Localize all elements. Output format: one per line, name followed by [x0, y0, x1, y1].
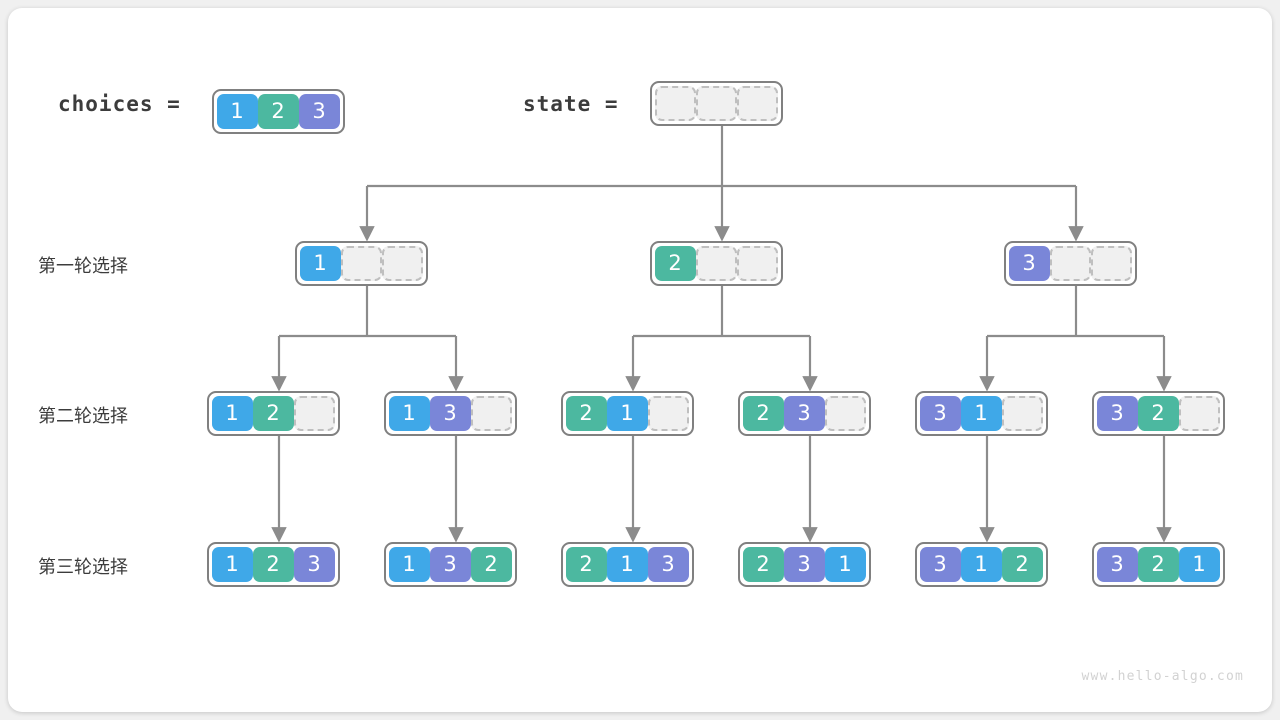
array-cell-value: 1 [606, 546, 648, 582]
node-n2: 2 [649, 240, 783, 286]
array-cell-empty [1001, 395, 1043, 431]
array-cell-value: 1 [216, 93, 258, 129]
array-cell-value: 1 [388, 395, 430, 431]
array-cell-value: 3 [1008, 245, 1050, 281]
array-cell-value: 2 [654, 245, 696, 281]
state-array [649, 80, 783, 126]
array-cell-empty [1049, 245, 1091, 281]
watermark: www.hello-algo.com [1081, 669, 1244, 684]
node-n3: 3 [1003, 240, 1137, 286]
array-cell-empty [470, 395, 512, 431]
array-cell-value: 3 [919, 395, 961, 431]
array-cell-value: 3 [429, 546, 471, 582]
array-cell-empty [695, 85, 737, 121]
array-cell-empty [654, 85, 696, 121]
choices-label: choices = [58, 92, 181, 116]
array-cell-value: 3 [783, 546, 825, 582]
array-cell-empty [736, 85, 778, 121]
array-cell-value: 1 [960, 395, 1002, 431]
array-cell-value: 2 [252, 395, 294, 431]
array-cell-value: 1 [1178, 546, 1220, 582]
array-cell-value: 2 [565, 395, 607, 431]
row-label-round2: 第二轮选择 [38, 406, 128, 427]
array-cell-value: 3 [1096, 395, 1138, 431]
array-cell-value: 2 [1137, 395, 1179, 431]
array-cell-value: 2 [252, 546, 294, 582]
array-cell-value: 3 [919, 546, 961, 582]
array-cell-value: 1 [299, 245, 341, 281]
array-cell-value: 3 [647, 546, 689, 582]
array-cell-empty [695, 245, 737, 281]
node-n1: 1 [294, 240, 428, 286]
array-cell-empty [736, 245, 778, 281]
array-cell-empty [340, 245, 382, 281]
array-cell-value: 3 [293, 546, 335, 582]
array-cell-value: 1 [211, 395, 253, 431]
array-cell-empty [824, 395, 866, 431]
array-cell-value: 2 [742, 395, 784, 431]
array-cell-value: 1 [960, 546, 1002, 582]
array-cell-value: 1 [824, 546, 866, 582]
row-label-round3: 第三轮选择 [38, 557, 128, 578]
array-cell-value: 2 [742, 546, 784, 582]
array-cell-empty [1178, 395, 1220, 431]
array-cell-value: 2 [257, 93, 299, 129]
array-cell-empty [1090, 245, 1132, 281]
array-cell-value: 3 [429, 395, 471, 431]
array-cell-value: 2 [470, 546, 512, 582]
array-cell-value: 2 [1137, 546, 1179, 582]
array-cell-value: 3 [783, 395, 825, 431]
array-cell-value: 2 [1001, 546, 1043, 582]
array-cell-value: 3 [1096, 546, 1138, 582]
array-cell-value: 2 [565, 546, 607, 582]
row-label-round1: 第一轮选择 [38, 256, 128, 277]
array-cell-empty [647, 395, 689, 431]
array-cell-value: 1 [606, 395, 648, 431]
array-cell-value: 1 [211, 546, 253, 582]
array-cell-value: 1 [388, 546, 430, 582]
state-label: state = [523, 92, 619, 116]
array-cell-value: 3 [298, 93, 340, 129]
array-cell-empty [293, 395, 335, 431]
array-cell-empty [381, 245, 423, 281]
